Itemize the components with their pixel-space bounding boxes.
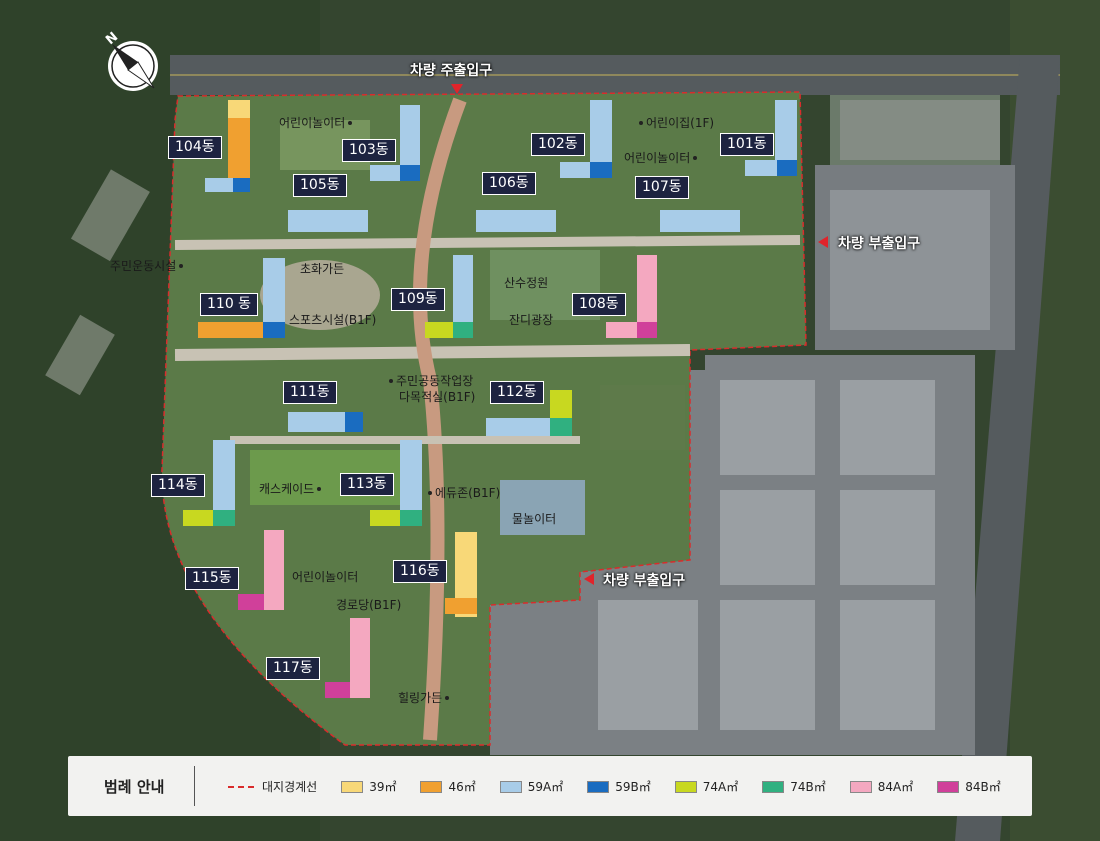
- legend-item-84a: 84A㎡: [849, 778, 914, 795]
- legend-label: 84A㎡: [877, 780, 914, 794]
- building-101[interactable]: 101동: [720, 133, 774, 156]
- workshop-label: 주민공동작업장: [388, 374, 474, 388]
- legend-label: 59A㎡: [527, 780, 564, 794]
- south-vehicle-entrance-label: 차량 부출입구: [603, 573, 686, 589]
- legend-item-boundary: 대지경계선: [228, 778, 317, 795]
- mountain-garden-label: 산수정원: [504, 276, 549, 290]
- legend-label: 74B㎡: [790, 780, 826, 794]
- main-entrance-arrow-icon: [451, 84, 463, 94]
- legend-title: 범례 안내: [104, 778, 165, 796]
- legend-item-46: 46㎡: [420, 778, 476, 795]
- legend-item-59b: 59B㎡: [587, 778, 651, 795]
- building-102[interactable]: 102동: [531, 133, 585, 156]
- swatch-59a: [499, 780, 522, 793]
- grass-garden-label: 초화가든: [300, 262, 345, 276]
- building-110[interactable]: 110 동: [200, 293, 259, 316]
- legend-item-74a: 74A㎡: [674, 778, 739, 795]
- healing-garden-label: 힐링가든: [398, 691, 450, 705]
- legend-label: 74A㎡: [702, 780, 739, 794]
- building-103[interactable]: 103동: [342, 139, 396, 162]
- legend-panel: 범례 안내 대지경계선 39㎡ 46㎡ 59A㎡ 59B㎡ 74A㎡ 74B㎡ …: [68, 756, 1032, 816]
- multipurpose-room-label: 다목적실(B1F): [399, 390, 476, 404]
- legend-label: 46㎡: [448, 780, 476, 794]
- swatch-74a: [674, 780, 697, 793]
- south-entrance-arrow-icon: [584, 573, 594, 585]
- legend-label: 대지경계선: [262, 780, 318, 794]
- legend-item-84b: 84B㎡: [937, 778, 1001, 795]
- building-115[interactable]: 115동: [185, 567, 239, 590]
- legend-label: 84B㎡: [965, 780, 1001, 794]
- sports-facility-label: 주민운동시설: [110, 259, 184, 273]
- playground-115-label: 어린이놀이터: [292, 570, 359, 584]
- main-vehicle-entrance-label: 차량 주출입구: [410, 63, 493, 79]
- legend-item-59a: 59A㎡: [499, 778, 564, 795]
- building-104[interactable]: 104동: [168, 136, 222, 159]
- legend-label: 39㎡: [369, 780, 397, 794]
- water-playground-label: 물놀이터: [512, 512, 557, 526]
- cascade-label: 캐스케이드: [259, 482, 322, 496]
- lawn-plaza-label: 잔디광장: [509, 313, 554, 327]
- building-113[interactable]: 113동: [340, 473, 394, 496]
- building-105[interactable]: 105동: [293, 174, 347, 197]
- swatch-84a: [849, 780, 872, 793]
- legend-item-74b: 74B㎡: [762, 778, 826, 795]
- east-vehicle-entrance-label: 차량 부출입구: [838, 236, 921, 252]
- sports-b1-label: 스포츠시설(B1F): [289, 313, 377, 327]
- building-111[interactable]: 111동: [283, 381, 337, 404]
- building-109[interactable]: 109동: [391, 288, 445, 311]
- east-entrance-arrow-icon: [818, 236, 828, 248]
- senior-center-label: 경로당(B1F): [336, 598, 402, 612]
- playground-103-label: 어린이놀이터: [279, 116, 353, 130]
- building-107[interactable]: 107동: [635, 176, 689, 199]
- swatch-46: [420, 780, 443, 793]
- building-114[interactable]: 114동: [151, 474, 205, 497]
- swatch-74b: [762, 780, 785, 793]
- swatch-84b: [937, 780, 960, 793]
- legend-item-39: 39㎡: [341, 778, 396, 795]
- building-117[interactable]: 117동: [266, 657, 320, 680]
- eduzone-label: 에듀존(B1F): [427, 486, 501, 500]
- daycare-label: 어린이집(1F): [638, 116, 715, 130]
- legend-label: 59B㎡: [615, 780, 651, 794]
- legend-divider: [194, 766, 195, 806]
- building-108[interactable]: 108동: [572, 293, 626, 316]
- building-112[interactable]: 112동: [490, 381, 544, 404]
- building-116[interactable]: 116동: [393, 560, 447, 583]
- swatch-59b: [587, 780, 610, 793]
- swatch-39: [341, 780, 364, 793]
- playground-107-label: 어린이놀이터: [624, 151, 698, 165]
- building-106[interactable]: 106동: [482, 172, 536, 195]
- boundary-line-icon: [228, 785, 254, 788]
